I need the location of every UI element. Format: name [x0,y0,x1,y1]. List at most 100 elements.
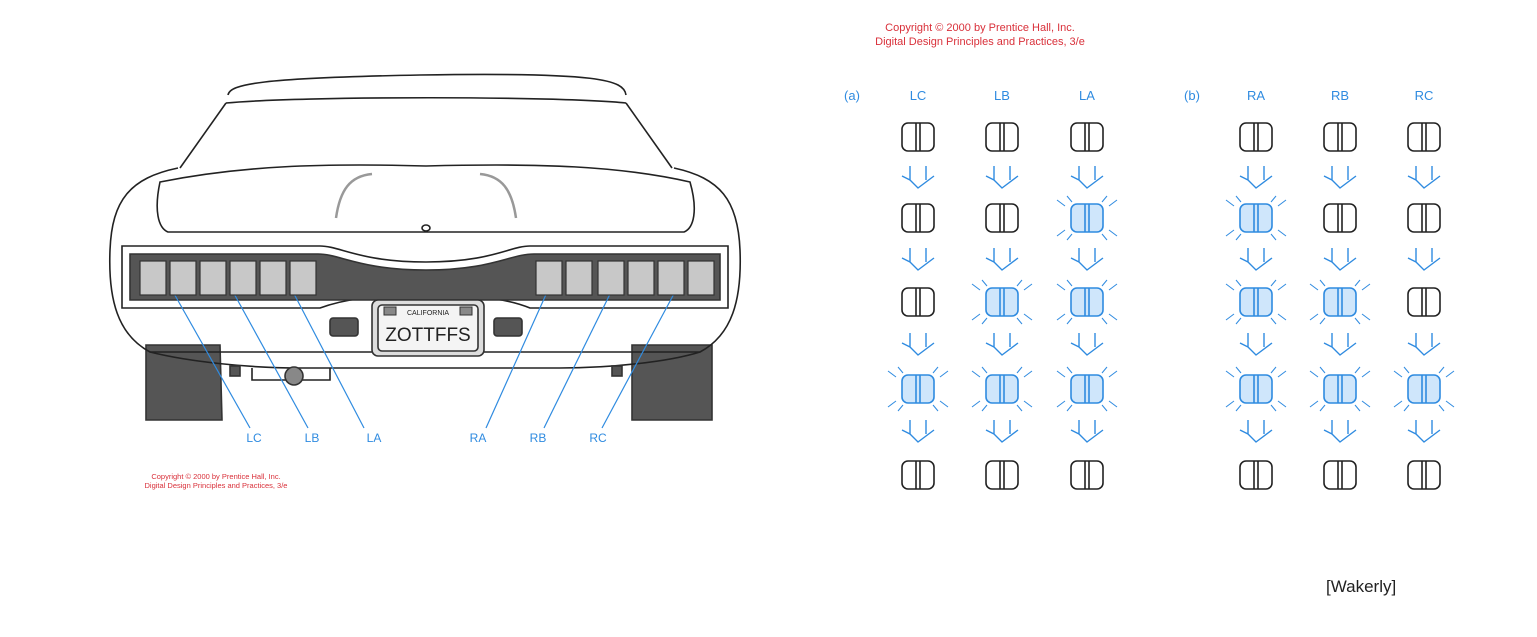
light-ray [1438,366,1445,374]
plate-tag-left [383,306,397,316]
sequence-copyright: Copyright © 2000 by Prentice Hall, Inc. … [780,22,1180,50]
light-ray [1066,195,1073,203]
light-ray [1270,317,1277,325]
sequence-copyright-line1: Copyright © 2000 by Prentice Hall, Inc. [885,22,1075,34]
light-ray [1354,366,1361,374]
down-arrow-icon [901,333,935,356]
lamp-body [1070,287,1104,317]
plate-tag-right [459,306,473,316]
down-arrow-icon [1239,333,1273,356]
light-ray [1225,400,1235,408]
light-ray [1101,195,1108,203]
lamp-body [1323,374,1357,404]
lamp-label-lb: LB [305,431,320,445]
right-bracket [611,365,623,377]
rear-window-top [225,96,627,104]
lamp-body [1070,460,1104,490]
lamp-on-icon [1225,366,1287,412]
light-ray [1361,400,1371,408]
lamp-on-icon [1309,366,1371,412]
tail-lamp-segment [199,260,227,296]
trunk-crease-right [479,172,518,219]
arrow-stroke [985,248,1019,271]
lamp-off-icon [901,460,935,490]
arrow-stroke [1070,248,1104,271]
down-arrow-icon [1323,333,1357,356]
car-rear-view [108,73,742,429]
bumper-bottom [149,351,701,369]
light-ray [981,404,988,412]
lamp-body [901,460,935,490]
light-ray [1309,283,1319,291]
lamp-on-icon [1393,366,1455,412]
arrow-stroke [1407,420,1441,443]
lamp-off-icon [1239,122,1273,152]
light-ray [981,317,988,325]
trunk-crease-left [334,172,373,219]
light-ray [1438,404,1445,412]
plate-number: ZOTTFFS [385,325,470,346]
lamp-on-icon [1056,366,1118,412]
tail-lamps [139,260,715,296]
lamp-on-icon [1056,279,1118,325]
lamp-on-icon [1056,195,1118,241]
down-arrow-icon [985,420,1019,443]
down-arrow-icon [1070,166,1104,189]
lamp-on-icon [887,366,949,412]
tail-lamp-segment [289,260,317,296]
tail-lamp-segment [627,260,655,296]
light-ray [1361,283,1371,291]
column-header-la: LA [1079,88,1095,103]
light-ray [1270,195,1277,203]
down-arrow-icon [1407,166,1441,189]
lamp-label-ra: RA [470,431,487,445]
light-ray [1056,313,1066,321]
tail-lamp-segment [535,260,563,296]
light-ray [1023,313,1033,321]
arrow-stroke [985,166,1019,189]
panel-tag: (a) [844,88,860,103]
arrow-stroke [901,420,935,443]
trunk-lock [421,224,431,232]
arrow-stroke [901,166,935,189]
light-ray [971,283,981,291]
lamp-on-icon [971,366,1033,412]
column-header-lc: LC [910,88,927,103]
trunk-lid [156,164,696,233]
exhaust-pipe [284,366,304,386]
down-arrow-icon [901,166,935,189]
tail-lamp-segment [565,260,593,296]
light-ray [1319,366,1326,374]
light-ray [1270,366,1277,374]
arrow-stroke [1239,166,1273,189]
light-ray [1066,233,1073,241]
down-arrow-icon [1323,420,1357,443]
light-ray [1225,229,1235,237]
column-header-rc: RC [1415,88,1434,103]
light-ray [1270,233,1277,241]
leader-lines [171,289,677,429]
light-ray [1235,366,1242,374]
tail-lamp-segment [657,260,685,296]
down-arrow-icon [1239,420,1273,443]
lamp-body [1407,287,1441,317]
lamp-off-icon [1407,203,1441,233]
light-ray [1445,400,1455,408]
light-ray [1277,199,1287,207]
light-ray [1108,313,1118,321]
lamp-off-icon [1407,122,1441,152]
light-ray [1108,283,1118,291]
light-ray [887,370,897,378]
tail-lamp-segment [229,260,257,296]
light-ray [1309,313,1319,321]
car-copyright: Copyright © 2000 by Prentice Hall, Inc. … [66,472,366,491]
light-ray [1066,366,1073,374]
light-ray [887,400,897,408]
column-header-lb: LB [994,88,1010,103]
light-ray [939,370,949,378]
tail-lamp-segment [169,260,197,296]
down-arrow-icon [1070,248,1104,271]
lamp-on-icon [1225,279,1287,325]
lamp-body [1407,460,1441,490]
